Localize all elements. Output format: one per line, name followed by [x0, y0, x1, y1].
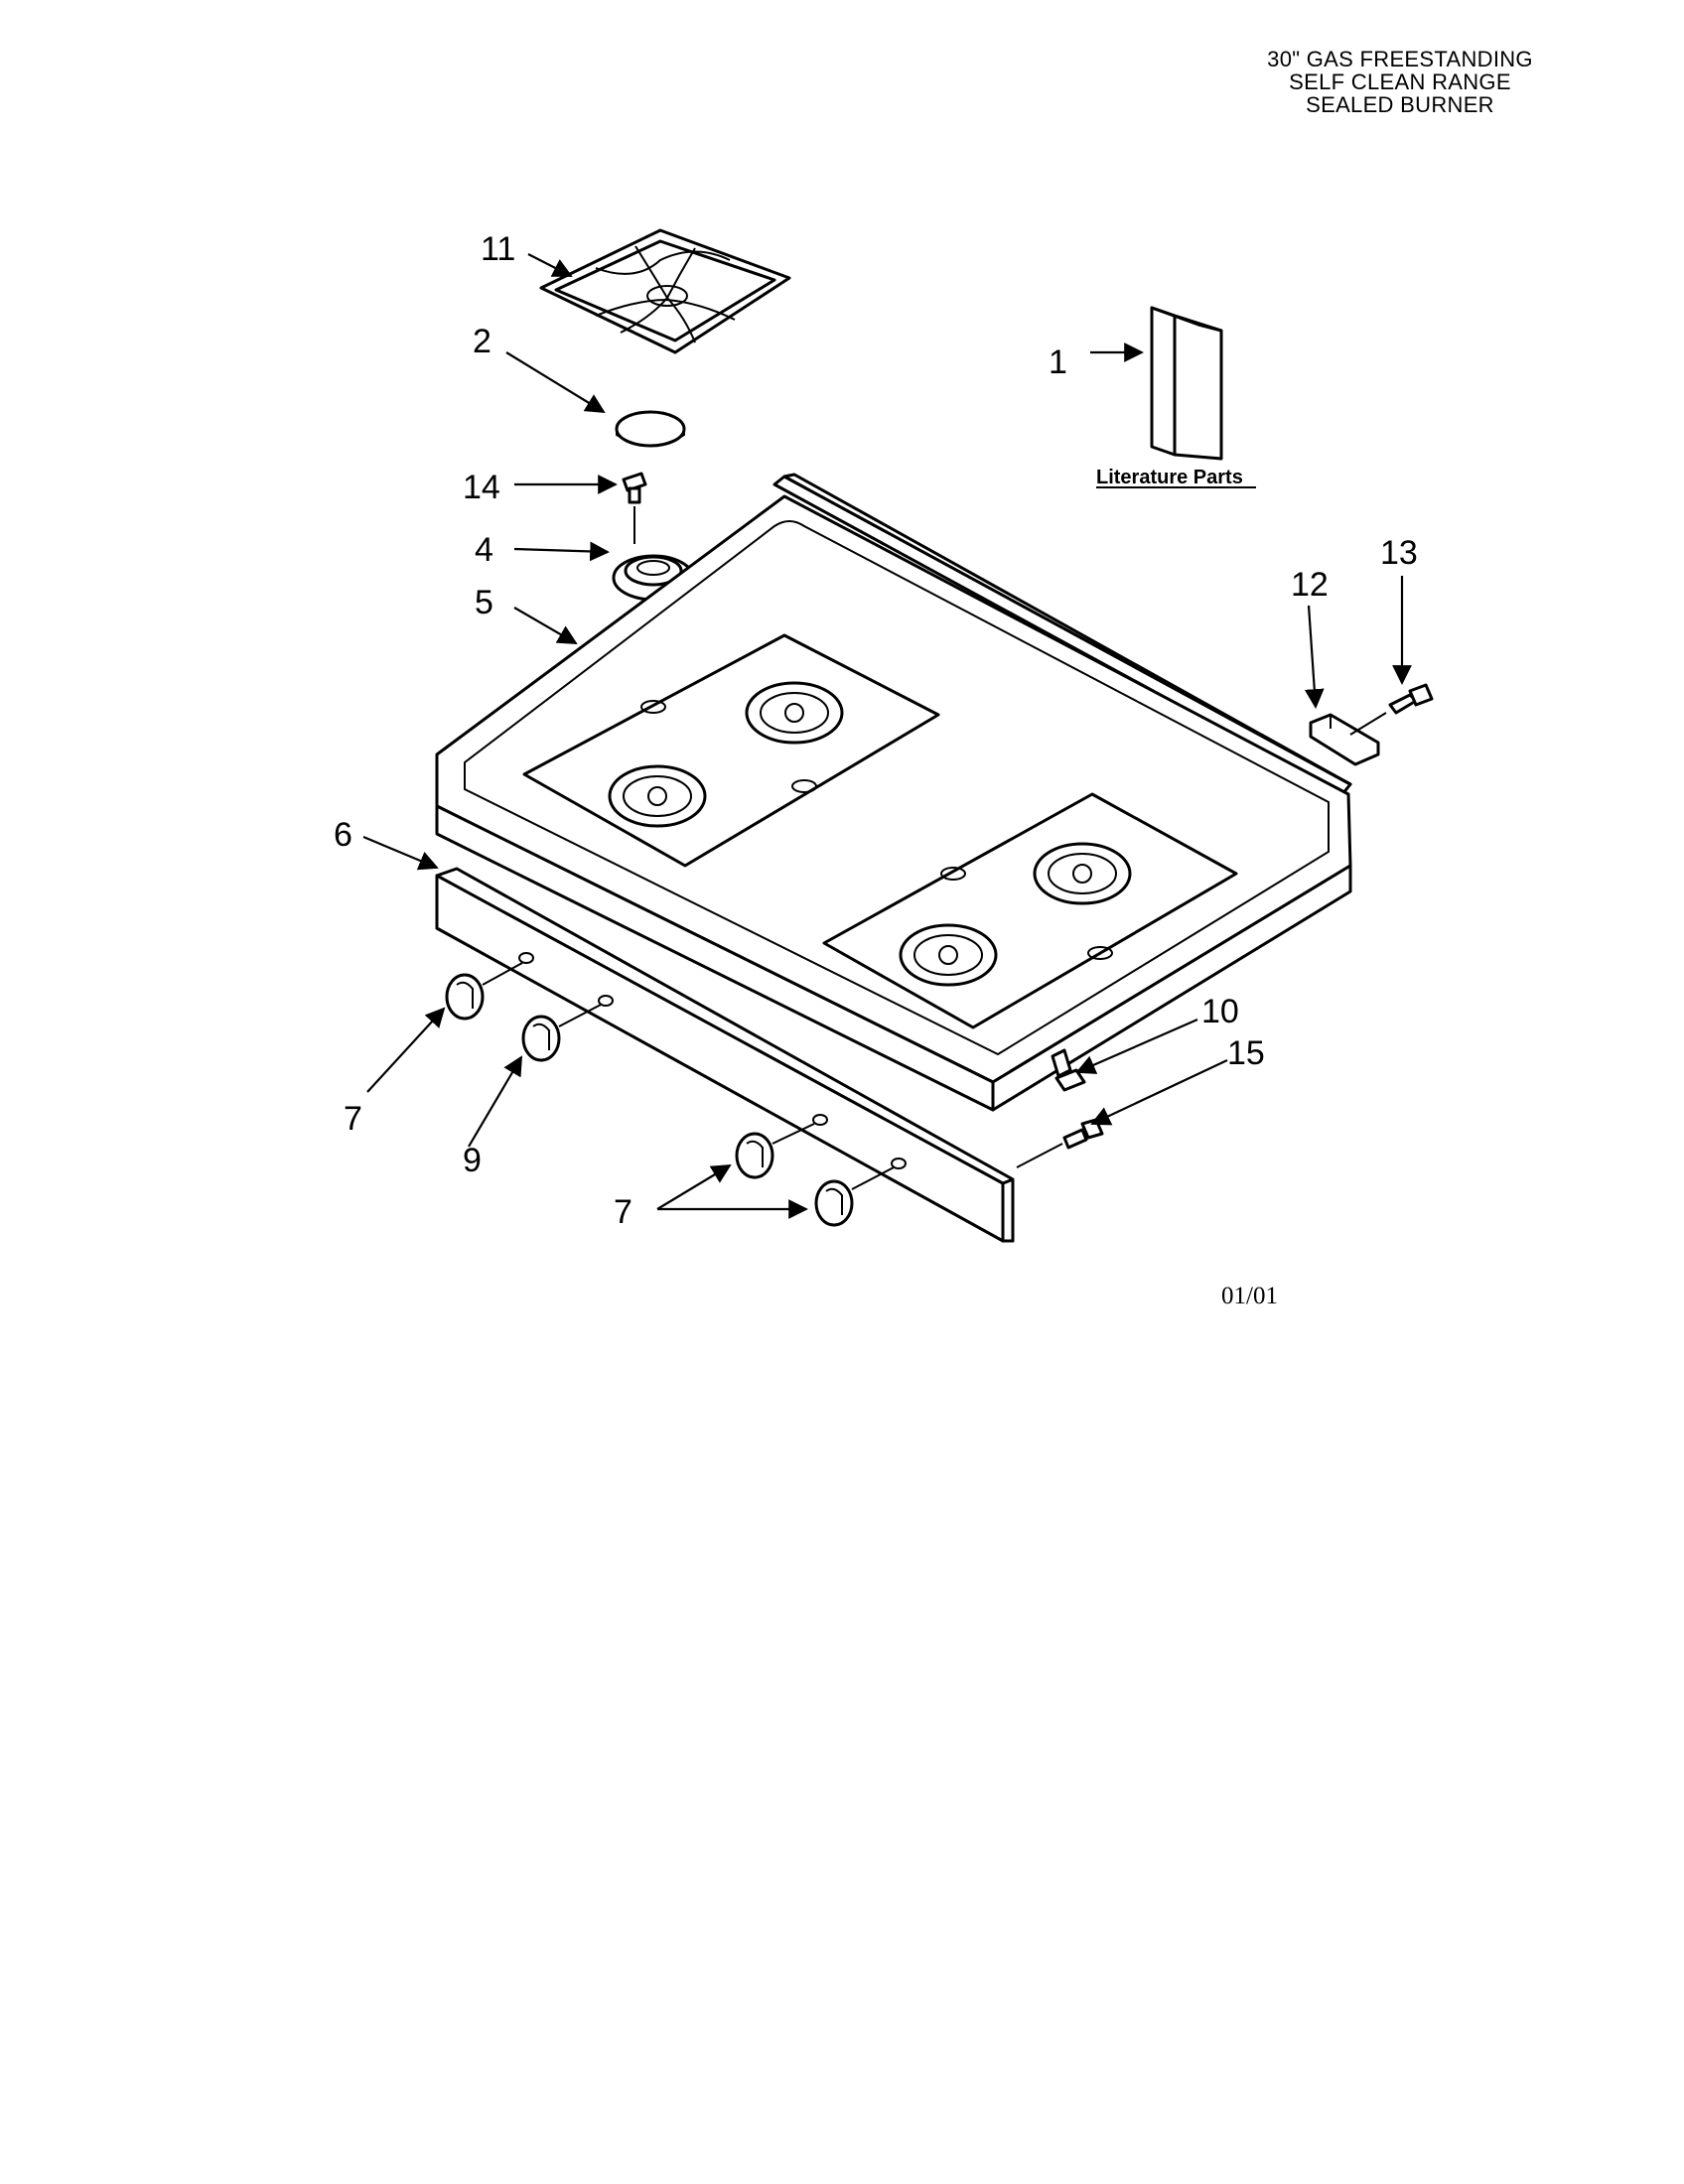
burner-ring-rear-right	[1033, 842, 1132, 905]
callout-4: 4	[475, 531, 493, 569]
callout-labels: 11 2 14 4 5 6 7 9 7 1 12 13 10 15	[334, 230, 1418, 1231]
diagram-title: 30" GAS FREESTANDING SELF CLEAN RANGE SE…	[1221, 48, 1579, 116]
cooktop-main-part	[435, 473, 1352, 1112]
burner-ring-front-right	[899, 923, 998, 987]
burner-ring-rear-left	[745, 681, 844, 745]
callout-9: 9	[463, 1142, 482, 1179]
callout-7-left: 7	[344, 1100, 362, 1138]
title-line-2: SELF CLEAN RANGE	[1289, 69, 1511, 94]
knob-part	[814, 1166, 895, 1227]
screw-part-front	[1016, 1118, 1104, 1168]
clip-part	[1051, 1048, 1086, 1092]
burner-grate-part	[539, 228, 791, 354]
callout-15: 15	[1227, 1034, 1265, 1072]
knob-part	[735, 1123, 815, 1179]
leader-arrows	[362, 253, 1412, 1219]
callout-14: 14	[463, 469, 500, 506]
literature-parts	[1150, 306, 1223, 461]
screw-part-top	[622, 472, 647, 544]
callout-6: 6	[334, 816, 352, 854]
title-line-3: SEALED BURNER	[1306, 92, 1494, 117]
callout-11: 11	[481, 230, 515, 268]
title-line-1: 30" GAS FREESTANDING	[1267, 47, 1533, 71]
burner-ring-front-left	[608, 764, 707, 828]
callout-1: 1	[1049, 343, 1067, 381]
screw-part-side	[1349, 683, 1434, 736]
callout-12: 12	[1291, 566, 1329, 604]
bracket-part	[1309, 713, 1380, 766]
knob-part	[445, 962, 523, 1021]
control-panel-part	[435, 867, 1015, 1243]
callout-7-bottom: 7	[614, 1193, 632, 1231]
callout-5: 5	[475, 584, 493, 621]
date-code: 01/01	[1221, 1283, 1278, 1309]
callout-2: 2	[473, 323, 491, 360]
knob-part	[521, 1004, 602, 1062]
callout-10: 10	[1201, 993, 1239, 1030]
burner-cap-part	[615, 410, 686, 448]
callout-13: 13	[1380, 534, 1418, 572]
literature-parts-label: Literature Parts	[1096, 467, 1243, 488]
